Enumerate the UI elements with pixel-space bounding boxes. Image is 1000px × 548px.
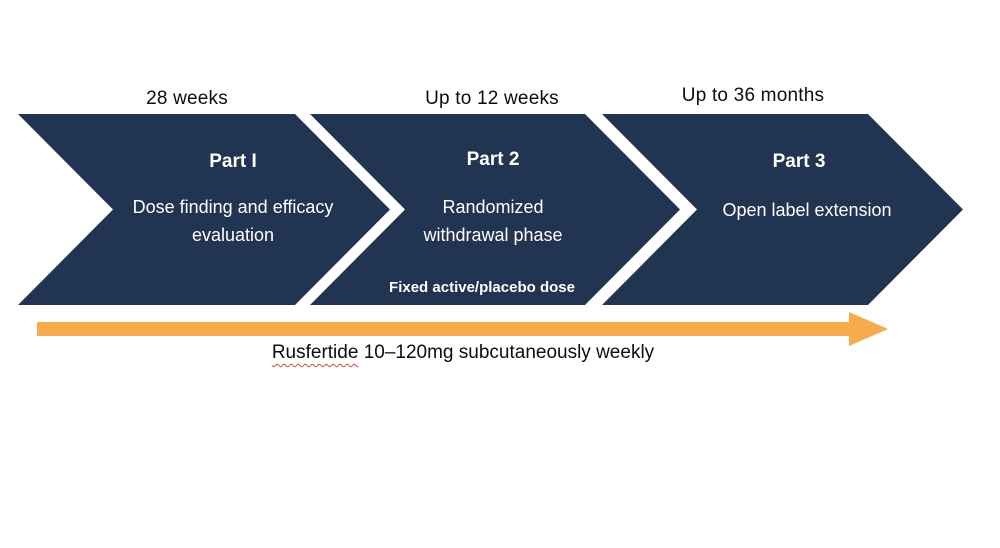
treatment-arrow-head-icon <box>849 312 888 346</box>
duration-label-phase3: Up to 36 months <box>681 85 825 106</box>
phase3-description: Open label extension <box>722 200 892 220</box>
duration-label-phase2: Up to 12 weeks <box>425 88 559 109</box>
drug-name-text: Rusfertide <box>271 342 359 363</box>
treatment-label: Rusfertide 10–120mg subcutaneously weekl… <box>213 342 713 364</box>
phase2-dose-note: Fixed active/placebo dose <box>389 279 575 296</box>
treatment-arrow-shaft <box>37 322 849 336</box>
phase1-part-label: Part I <box>209 151 257 172</box>
phase3-part-label: Part 3 <box>772 151 826 172</box>
phase2-description: Randomized withdrawal phase <box>423 197 563 245</box>
duration-label-phase1: 28 weeks <box>146 88 228 109</box>
phase1-description: Dose finding and efficacy evaluation <box>132 197 334 245</box>
dose-text: 10–120mg subcutaneously weekly <box>358 342 655 363</box>
phase2-part-label: Part 2 <box>466 149 520 170</box>
